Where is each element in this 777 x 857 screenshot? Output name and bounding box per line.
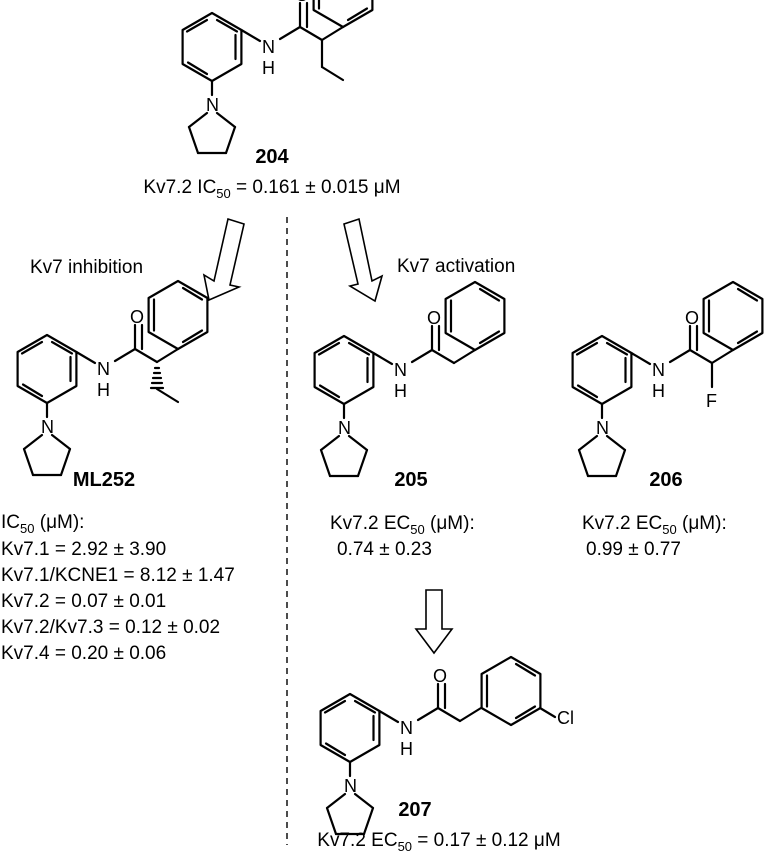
compound-206-activity-header: Kv7.2 EC50 (μM): xyxy=(582,513,727,537)
fluorine-label: F xyxy=(706,391,717,411)
compound-ml252-label: ML252 xyxy=(73,469,135,491)
nh-hydrogen-label: H xyxy=(97,380,110,400)
carbonyl-oxygen-label: O xyxy=(433,666,447,686)
structure-205: N H O N xyxy=(313,280,506,478)
structure-206: N H O N F xyxy=(571,280,764,478)
compound-206-activity-value: 0.99 ± 0.77 xyxy=(586,539,681,560)
ml252-activity-row: Kv7.1 = 2.92 ± 3.90 xyxy=(1,539,166,560)
pyrrolidine-nitrogen-label: N xyxy=(41,417,54,437)
activation-arrow xyxy=(343,217,384,303)
inhibition-arrow xyxy=(202,217,245,302)
carbonyl-oxygen-label: O xyxy=(295,0,309,5)
nh-nitrogen-label: N xyxy=(262,37,275,57)
ml252-activity-row: Kv7.2 = 0.07 ± 0.01 xyxy=(1,591,166,612)
compound-205-label: 205 xyxy=(394,469,427,491)
compound-204-label: 204 xyxy=(255,146,289,168)
pyrrolidine-nitrogen-label: N xyxy=(596,418,609,438)
chlorine-label: Cl xyxy=(557,708,574,728)
nh-hydrogen-label: H xyxy=(394,381,407,401)
compound-206-label: 206 xyxy=(649,469,682,491)
nh-nitrogen-label: N xyxy=(394,360,407,380)
ml252-activity-header: IC50 (μM): xyxy=(1,512,84,536)
carbonyl-oxygen-label: O xyxy=(130,307,144,327)
optimization-arrow xyxy=(414,589,454,655)
compound-207-activity: Kv7.2 EC50 = 0.17 ± 0.12 μM xyxy=(317,830,560,854)
ml252-activity-row: Kv7.4 = 0.20 ± 0.06 xyxy=(1,643,166,664)
structure-204: N H O N xyxy=(181,0,374,155)
compound-204-activity: Kv7.2 IC50 = 0.161 ± 0.015 μM xyxy=(143,177,400,201)
nh-hydrogen-label: H xyxy=(400,739,413,759)
kv7-inhibition-label: Kv7 inhibition xyxy=(30,257,143,278)
nh-nitrogen-label: N xyxy=(652,360,665,380)
ml252-activity-row: Kv7.2/Kv7.3 = 0.12 ± 0.02 xyxy=(1,617,220,638)
pyrrolidine-nitrogen-label: N xyxy=(338,418,351,438)
compound-205-activity-value: 0.74 ± 0.23 xyxy=(337,539,432,560)
compound-207-label: 207 xyxy=(398,799,431,821)
structure-207: N H O N Cl xyxy=(319,655,574,836)
carbonyl-oxygen-label: O xyxy=(427,308,441,328)
nh-nitrogen-label: N xyxy=(400,718,413,738)
carbonyl-oxygen-label: O xyxy=(685,308,699,328)
pyrrolidine-nitrogen-label: N xyxy=(206,95,219,115)
kv7-activation-label: Kv7 activation xyxy=(397,256,515,277)
structure-ml252: N H O N xyxy=(16,279,209,477)
nh-hydrogen-label: H xyxy=(262,58,275,78)
compound-205-activity-header: Kv7.2 EC50 (μM): xyxy=(330,513,475,537)
pyrrolidine-nitrogen-label: N xyxy=(344,776,357,796)
ml252-activity-row: Kv7.1/KCNE1 = 8.12 ± 1.47 xyxy=(1,565,235,586)
nh-nitrogen-label: N xyxy=(97,359,110,379)
hashed-wedge-bond xyxy=(149,366,165,390)
nh-hydrogen-label: H xyxy=(652,381,665,401)
